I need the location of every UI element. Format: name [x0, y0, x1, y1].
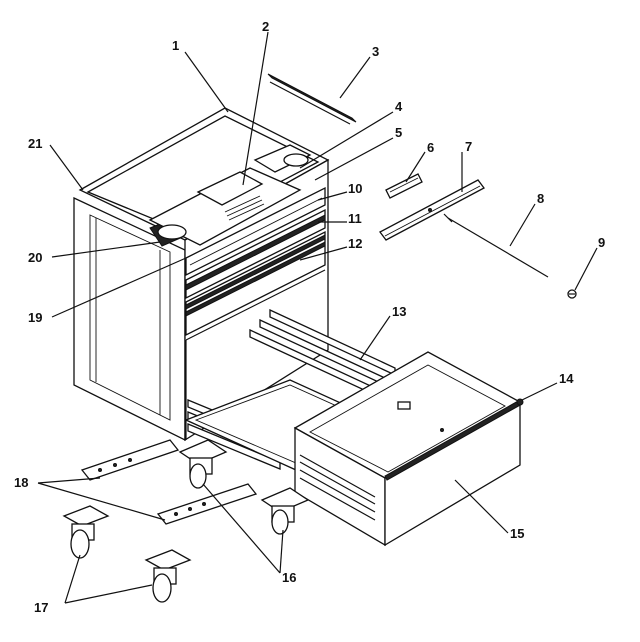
part-8-rod: [443, 213, 549, 278]
caster-16-a: [178, 439, 228, 489]
callout-6: 6: [427, 140, 434, 155]
caster-16-b: [260, 487, 310, 535]
leader-lines: [37, 31, 598, 604]
callout-10: 10: [348, 181, 362, 196]
callout-5: 5: [395, 125, 402, 140]
top-grip-lines: [224, 195, 265, 221]
callout-18: 18: [14, 475, 28, 490]
callout-12: 12: [348, 236, 362, 251]
cabinet-drawers: [185, 186, 326, 440]
callout-14: 14: [559, 371, 574, 386]
callout-4: 4: [395, 99, 403, 114]
part-7-slide: [379, 179, 485, 241]
part-18-plates: [80, 439, 258, 525]
caster-17-b: [144, 549, 192, 603]
callout-labels: 1 2 3 4 5 6 7 8 9 10 11 12 13 14 15 16 1…: [14, 19, 605, 615]
caster-17-a: [62, 505, 110, 559]
callout-2: 2: [262, 19, 269, 34]
drawer-vent-slots: [299, 454, 376, 521]
callout-7: 7: [465, 139, 472, 154]
callout-13: 13: [392, 304, 406, 319]
callout-17: 17: [34, 600, 48, 615]
callout-11: 11: [348, 211, 362, 226]
callout-9: 9: [598, 235, 605, 250]
callout-19: 19: [28, 310, 42, 325]
callout-16: 16: [282, 570, 296, 585]
callout-20: 20: [28, 250, 42, 265]
callout-8: 8: [537, 191, 544, 206]
part-3-strip: [267, 73, 357, 125]
callout-3: 3: [372, 44, 379, 59]
part-6-bracket: [385, 173, 423, 199]
callout-15: 15: [510, 526, 524, 541]
drawer-slide-rails: [187, 308, 396, 470]
open-drawer: [293, 351, 524, 547]
part-9-screw: [567, 289, 577, 299]
callout-1: 1: [172, 38, 179, 53]
callout-21: 21: [28, 136, 42, 151]
